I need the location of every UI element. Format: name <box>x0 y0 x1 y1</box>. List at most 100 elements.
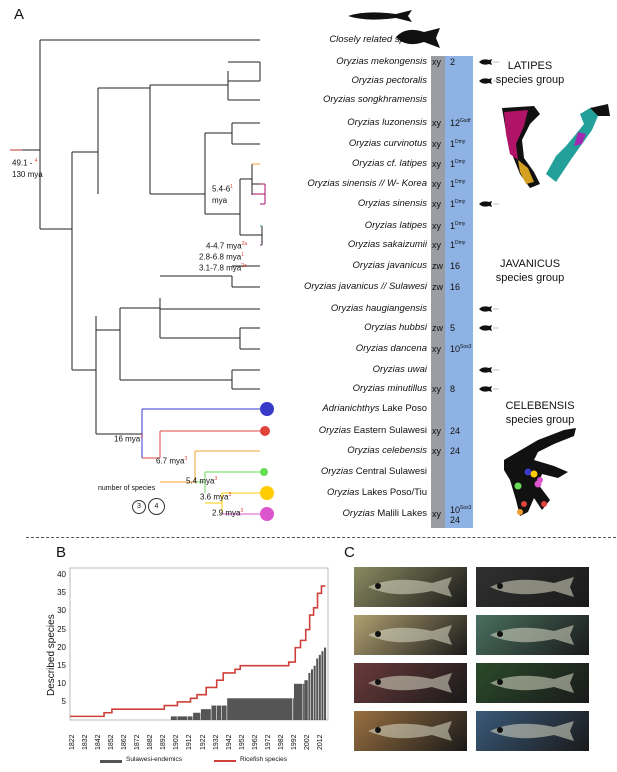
taxon-label: Oryzias javanicus <box>352 260 427 271</box>
x-tick-label: 1982 <box>278 734 286 750</box>
node-label: 2.8-6.8 mya1 <box>199 252 245 262</box>
fish-photo <box>354 711 467 751</box>
chromosome-number: 24 <box>450 426 461 436</box>
sex-system: xy <box>432 179 441 189</box>
panel-separator <box>26 537 616 538</box>
outgroup-label: Closely related species <box>329 34 427 45</box>
sex-system: xy <box>432 344 441 354</box>
taxon-label: Oryzias hubbsi <box>364 322 427 333</box>
chromosome-number: 10Sox3 <box>450 344 472 354</box>
endemic-bar <box>308 672 311 720</box>
endemic-bar <box>318 654 321 720</box>
taxon-label: Oryzias Eastern Sulawesi <box>318 425 427 436</box>
fish-icon <box>479 325 499 331</box>
endemic-bar <box>227 698 293 720</box>
taxon-label: Oryzias luzonensis <box>347 117 427 128</box>
x-tick-label: 1822 <box>68 734 76 750</box>
sex-system: xy <box>432 221 441 231</box>
taxon-label: Oryzias pectoralis <box>351 75 428 86</box>
sulawesi-map <box>504 428 576 516</box>
taxon-label: Oryzias Central Sulawesi <box>320 466 427 477</box>
fish-icon <box>479 78 499 84</box>
panel-label-b: B <box>56 544 67 561</box>
chromosome-number: 2 <box>450 57 456 67</box>
fish-silhouette-icon <box>396 28 440 48</box>
x-tick-label: 1832 <box>81 734 89 750</box>
x-tick-label: 2012 <box>317 734 325 750</box>
chromosome-number: 24 <box>450 515 461 525</box>
endemic-bar <box>177 716 188 720</box>
node-label: 4-4.7 mya2a <box>206 241 248 251</box>
x-tick-label: 1972 <box>265 734 273 750</box>
y-tick-label: 30 <box>57 606 66 616</box>
taxon-label: Oryzias haugiangensis <box>330 303 427 314</box>
sex-system: xy <box>432 509 441 519</box>
x-tick-label: 1952 <box>238 734 246 750</box>
x-tick-label: 1842 <box>94 734 102 750</box>
fish-icon <box>479 367 499 373</box>
fish-silhouette-icon <box>348 10 412 22</box>
x-tick-label: 1932 <box>212 734 220 750</box>
taxon-label: Oryzias curvinotus <box>348 138 427 149</box>
taxon-label: Oryzias sinensis <box>357 198 427 209</box>
species-legend-large: 4 <box>148 498 165 515</box>
chromosome-number: 1Dmy <box>450 221 466 231</box>
sex-system: xy <box>432 384 441 394</box>
endemic-bar <box>216 705 222 720</box>
legend-swatch-ricefish <box>214 760 236 762</box>
endemic-bar <box>293 683 303 720</box>
clade-marker <box>260 486 274 500</box>
taxon-label: Oryzias Malili Lakes <box>342 508 427 519</box>
x-tick-label: 1892 <box>160 734 168 750</box>
y-tick-label: 35 <box>57 588 66 598</box>
x-tick-label: 1992 <box>291 734 299 750</box>
endemic-bar <box>321 651 324 720</box>
root-age: 49.1 - 4 <box>12 158 38 168</box>
endemic-bar <box>200 709 211 720</box>
fish-photo <box>476 711 589 751</box>
group-label-latipes-sub: species group <box>495 74 565 86</box>
chromosome-number: 1Dmy <box>450 159 466 169</box>
species-legend-label: number of species <box>98 485 156 492</box>
x-tick-label: 1902 <box>173 734 181 750</box>
chromosome-number: 1Dmy <box>450 240 466 250</box>
legend-label-ricefish: Ricefish species <box>240 756 287 763</box>
node-label: 5.4-61 <box>212 184 234 194</box>
clade-marker <box>260 507 274 521</box>
legend-label-sulawesi: Sulawesi-endemics <box>126 756 182 763</box>
fish-photo <box>354 663 467 703</box>
endemic-bar <box>313 665 316 720</box>
root-age-bottom: 130 mya <box>12 170 43 179</box>
chromosome-number: 16 <box>450 261 461 271</box>
fish-photo <box>354 615 467 655</box>
group-label-javanicus: JAVANICUS <box>499 258 561 270</box>
taxon-label: Oryzias latipes <box>364 220 427 231</box>
ricefish-line <box>70 585 326 718</box>
endemic-bar <box>303 683 305 720</box>
endemic-bar <box>193 712 201 720</box>
chromosome-number: 1Dmy <box>450 199 466 209</box>
sex-system: xy <box>432 159 441 169</box>
node-label: 6.7 mya3 <box>156 456 188 466</box>
fish-icon <box>479 306 499 312</box>
fish-icon <box>479 201 499 207</box>
x-tick-label: 1872 <box>134 734 142 750</box>
y-tick-label: 15 <box>57 660 66 670</box>
photo-grid <box>354 567 599 767</box>
x-tick-label: 2002 <box>304 734 312 750</box>
node-label: 16 mya3 <box>114 434 144 444</box>
y-tick-label: 25 <box>57 624 66 634</box>
sex-system: zw <box>432 323 443 333</box>
sex-system: xy <box>432 118 441 128</box>
endemic-bar <box>310 669 313 720</box>
group-label-celebensis-sub: species group <box>505 414 575 426</box>
sex-system: xy <box>432 426 441 436</box>
endemic-bar <box>304 680 308 720</box>
chromosome-number: 1Dmy <box>450 179 466 189</box>
x-tick-label: 1852 <box>107 734 115 750</box>
sex-system: xy <box>432 199 441 209</box>
chromosome-number: 10Sox3 <box>450 505 472 515</box>
chromosome-number: 24 <box>450 446 461 456</box>
